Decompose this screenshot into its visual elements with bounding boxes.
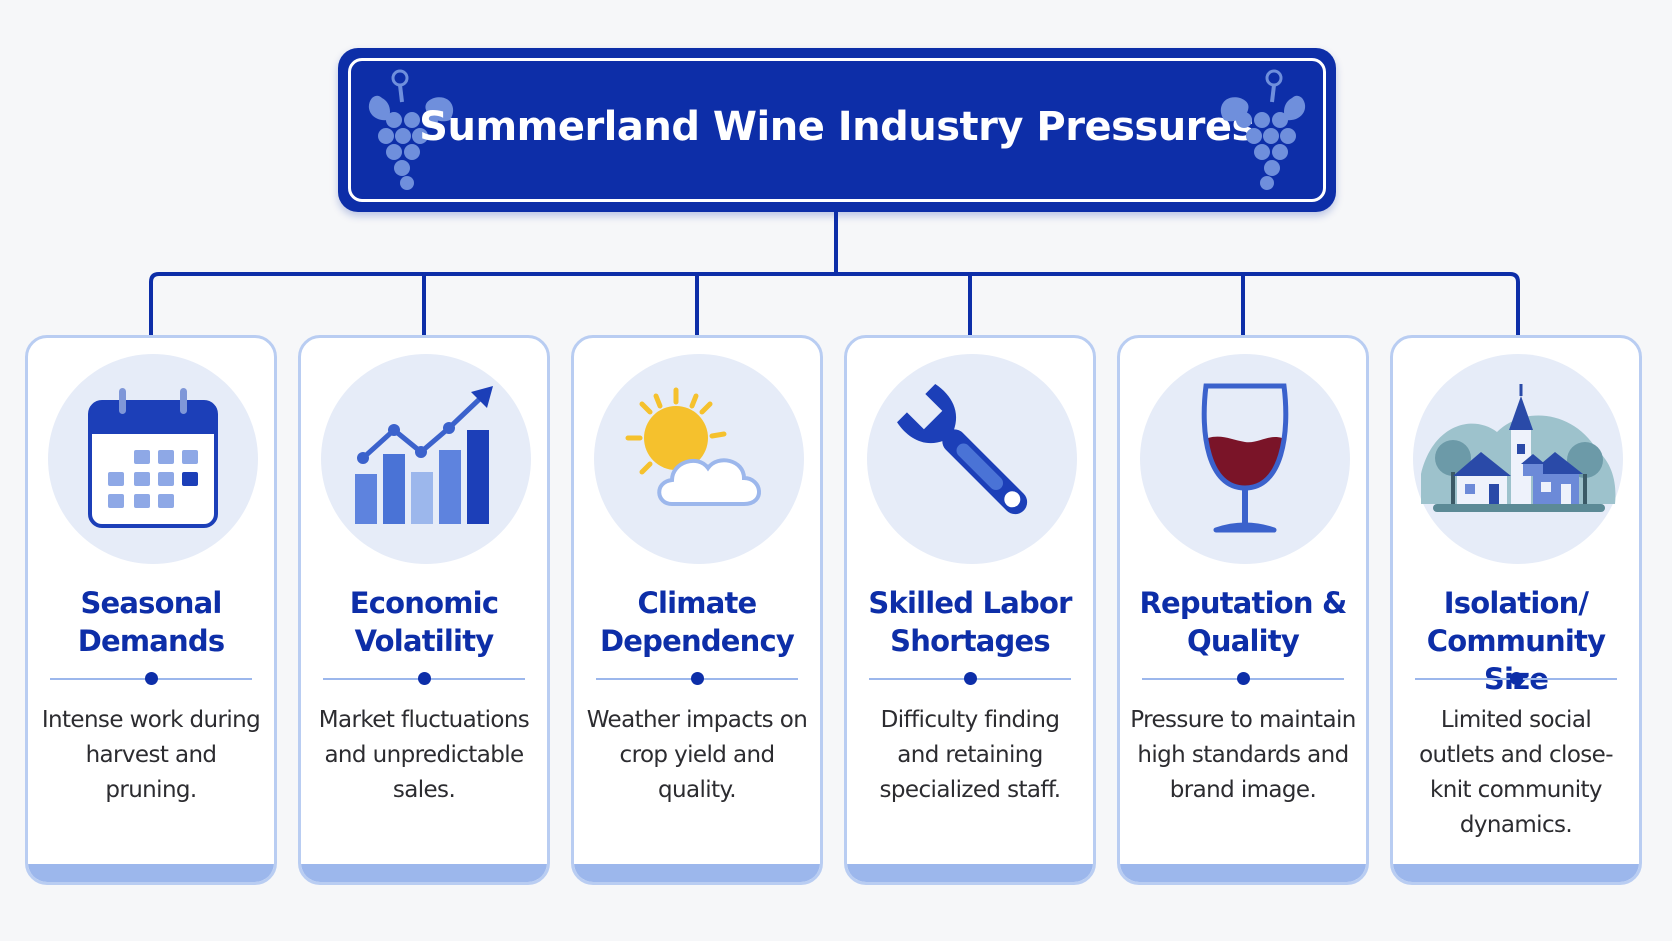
- divider-dot: [963, 672, 977, 685]
- card-base: [1120, 864, 1366, 882]
- divider-dot: [417, 672, 431, 685]
- card-description: Difficulty finding and retaining special…: [879, 707, 1062, 803]
- bar-chart-trend-icon: [355, 386, 493, 524]
- card-title: Climate Dependency: [600, 586, 795, 658]
- calendar-icon: [88, 388, 218, 528]
- icon-circle: [1140, 354, 1350, 564]
- card-base: [847, 864, 1093, 882]
- card-economic-volatility: Economic Volatility Market fluctuations …: [298, 335, 550, 885]
- divider-dot: [690, 672, 704, 685]
- card-title: Economic Volatility: [349, 586, 499, 658]
- wrench-icon: [897, 384, 1028, 515]
- wine-glass-icon: [1201, 383, 1289, 533]
- card-climate-dependency: Climate Dependency Weather impacts on cr…: [571, 335, 823, 885]
- page-title: Summerland Wine Industry Pressures: [419, 104, 1255, 150]
- divider-dot: [144, 672, 158, 685]
- card-title: Skilled Labor Shortages: [868, 586, 1072, 658]
- icon-circle: [867, 354, 1077, 564]
- icon-circle: [321, 354, 531, 564]
- title-banner: Summerland Wine Industry Pressures: [338, 48, 1336, 212]
- icon-circle: [594, 354, 804, 564]
- card-description: Intense work during harvest and pruning.: [41, 707, 261, 803]
- card-base: [1393, 864, 1639, 882]
- divider-dot: [1236, 672, 1250, 685]
- card-seasonal-demands: Seasonal Demands Intense work during har…: [25, 335, 277, 885]
- card-title: Isolation/ Community Size: [1426, 586, 1606, 696]
- icon-circle: [48, 354, 258, 564]
- card-description: Pressure to maintain high standards and …: [1130, 707, 1356, 803]
- card-description: Market fluctuations and unpredictable sa…: [318, 707, 530, 803]
- grape-icon: [1220, 69, 1306, 190]
- village-icon: [1421, 384, 1616, 512]
- card-base: [574, 864, 820, 882]
- sun-cloud-icon: [625, 387, 761, 506]
- grape-icon: [368, 69, 454, 190]
- title-banner-border: [348, 58, 1326, 202]
- card-reputation-quality: Reputation & Quality Pressure to maintai…: [1117, 335, 1369, 885]
- card-isolation-community-size: Isolation/ Community Size Limited social…: [1390, 335, 1642, 885]
- card-base: [301, 864, 547, 882]
- divider-dot: [1509, 672, 1523, 685]
- card-description: Limited social outlets and close-knit co…: [1419, 707, 1613, 838]
- icon-circle: [1413, 354, 1623, 564]
- card-base: [28, 864, 274, 882]
- card-title: Reputation & Quality: [1139, 586, 1348, 658]
- card-description: Weather impacts on crop yield and qualit…: [586, 707, 808, 803]
- card-title: Seasonal Demands: [77, 586, 225, 658]
- card-skilled-labor-shortages: Skilled Labor Shortages Difficulty findi…: [844, 335, 1096, 885]
